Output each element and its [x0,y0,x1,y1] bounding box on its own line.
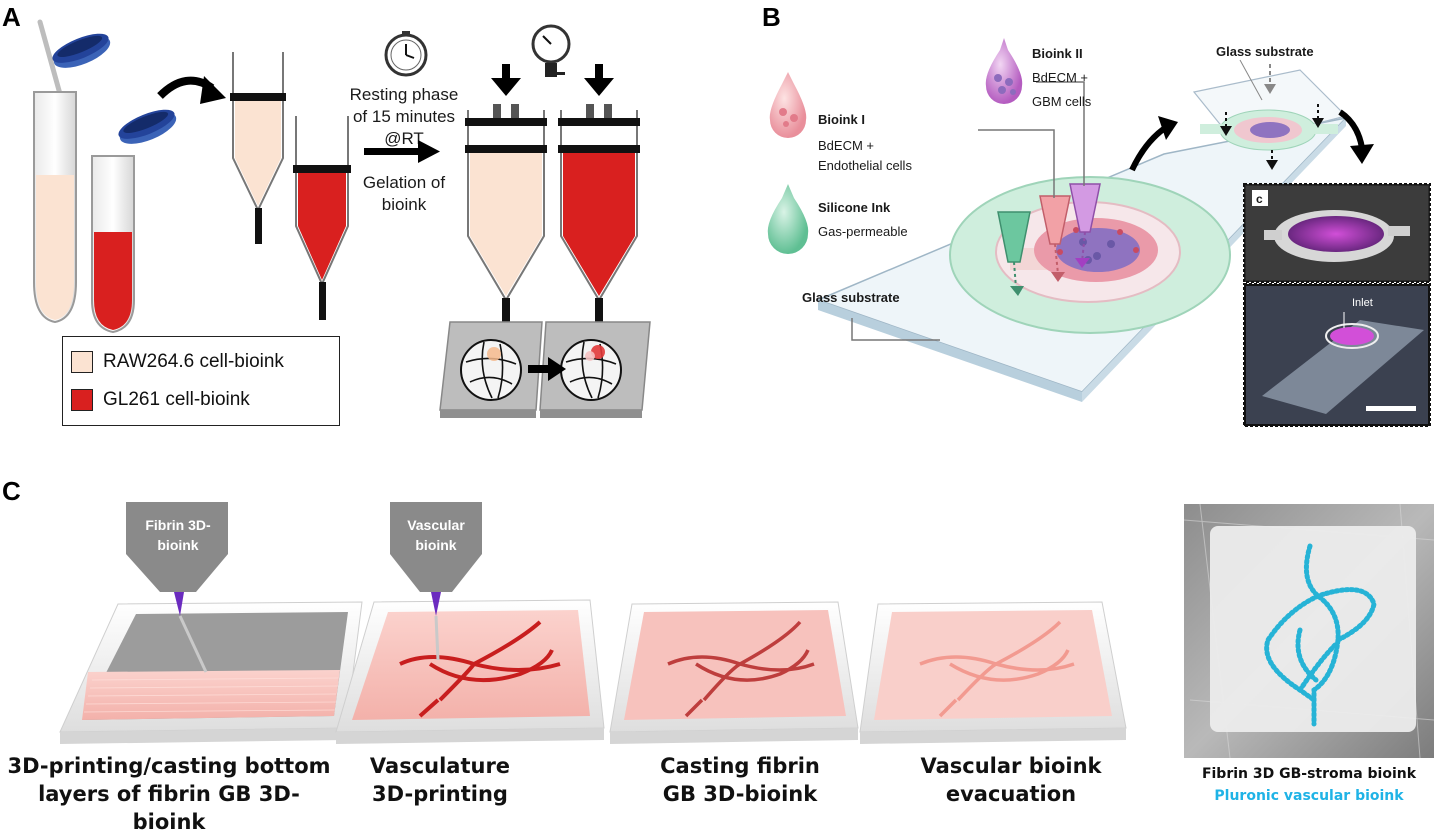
tray-step-1 [59,601,363,744]
caption-line: 3D-printing/casting bottom [7,754,331,778]
glass-substrate-label: Glass substrate [802,290,900,305]
tube-raw-bioink [33,91,77,324]
pressure-gauge-icon [531,24,571,77]
tray-step-2 [335,599,605,744]
glass-cover-device [1192,59,1348,170]
nozzle-silicone [997,211,1031,296]
inset-label: c [1256,192,1263,206]
syringe-raw [230,52,286,244]
legend-swatch-raw [71,351,93,373]
caption-line: GB 3D-bioink [662,782,818,806]
curved-arrow-icon [1338,109,1374,164]
nozzle-bioink-1 [1039,195,1071,282]
leader-line [851,318,940,341]
glass-substrate-top-label: Glass substrate [1216,44,1314,59]
step-text-line: of 15 minutes [353,107,455,126]
tray-step-4 [859,601,1127,744]
step-text-line: @RT [384,129,424,148]
photo-caption-pluronic: Pluronic vascular bioink [1214,788,1404,804]
down-arrow-icon [491,64,521,96]
nozzle-fibrin-line2: bioink [157,537,198,553]
legend-item: GL261 cell-bioink [71,385,250,415]
step-text-line: Gelation of [363,173,445,192]
legend-box: RAW264.6 cell-bioink GL261 cell-bioink [62,336,340,426]
down-arrow-icon [584,64,614,96]
nozzle-vascular-line2: bioink [415,537,456,553]
tube-gl261-bioink [91,155,135,334]
step-text-line: Resting phase [350,85,459,104]
inset-photo-chip [1243,283,1431,427]
figure-canvas: A [2,2,1434,759]
legend-label: GL261 cell-bioink [103,389,250,410]
brain-icon [560,339,622,401]
caption-line: Casting fibrin [660,754,820,778]
caption-line: layers of fibrin GB 3D-bioink [38,782,300,834]
caption-line: Vascular bioink [920,754,1102,778]
step-caption: Casting fibrin GB 3D-bioink [630,752,850,808]
leader-line [978,129,1055,198]
step-caption: Vascular bioink evacuation [896,752,1126,808]
brain-icon [460,339,522,401]
step-caption: Vasculature 3D-printing [350,752,530,808]
step-caption: 3D-printing/casting bottom layers of fib… [4,752,334,836]
inlet-label: Inlet [1352,297,1373,309]
nozzle-vascular [390,502,482,661]
nozzle-bioink-2 [1069,183,1101,268]
printing-syringe-gl261 [558,104,640,350]
panel-c-letter: C [2,476,21,506]
curved-arrow-icon [1129,116,1178,172]
right-arrow-icon [364,140,440,163]
bioink-1-line1: BdECM + [818,138,874,153]
nozzle-vascular-line1: Vascular [407,517,465,533]
leader-line [1036,81,1085,186]
bioink-2-line2: GBM cells [1032,94,1092,109]
caption-line: 3D-printing [372,782,508,806]
silicone-ink-title: Silicone Ink [818,200,891,215]
legend-label: RAW264.6 cell-bioink [103,351,284,372]
cap-icon [52,33,111,68]
panel-a-letter: A [2,2,21,32]
photo-caption-fibrin: Fibrin 3D GB-stroma bioink [1201,766,1417,782]
curved-arrow-icon [157,76,226,104]
bioink-2-line1: BdECM + [1032,70,1088,85]
bioink-2-drop-icon [985,38,1023,104]
step-text-line: bioink [382,195,427,214]
syringe-gl261 [293,116,351,320]
legend-swatch-gl261 [71,389,93,411]
clock-icon [384,31,428,77]
bioink-2-title: Bioink II [1032,46,1083,61]
bioink-1-title: Bioink I [818,112,865,127]
printing-syringe-raw [465,104,547,350]
bioink-1-drop-icon [769,72,807,138]
photo-hydrogel [1183,503,1434,759]
legend-item: RAW264.6 cell-bioink [71,347,284,377]
silicone-ink-line1: Gas-permeable [818,224,908,239]
nozzle-fibrin-line1: Fibrin 3D- [145,517,211,533]
inset-photo-device [1243,183,1431,283]
nozzle-fibrin [126,502,228,673]
caption-line: evacuation [945,782,1077,806]
cap-icon [118,109,177,144]
caption-line: Vasculature [369,754,511,778]
right-arrow-icon [528,357,566,381]
silicone-ink-drop-icon [767,184,809,254]
panel-b-letter: B [762,2,781,32]
bioink-1-line2: Endothelial cells [818,158,912,173]
tray-step-3 [609,601,859,744]
